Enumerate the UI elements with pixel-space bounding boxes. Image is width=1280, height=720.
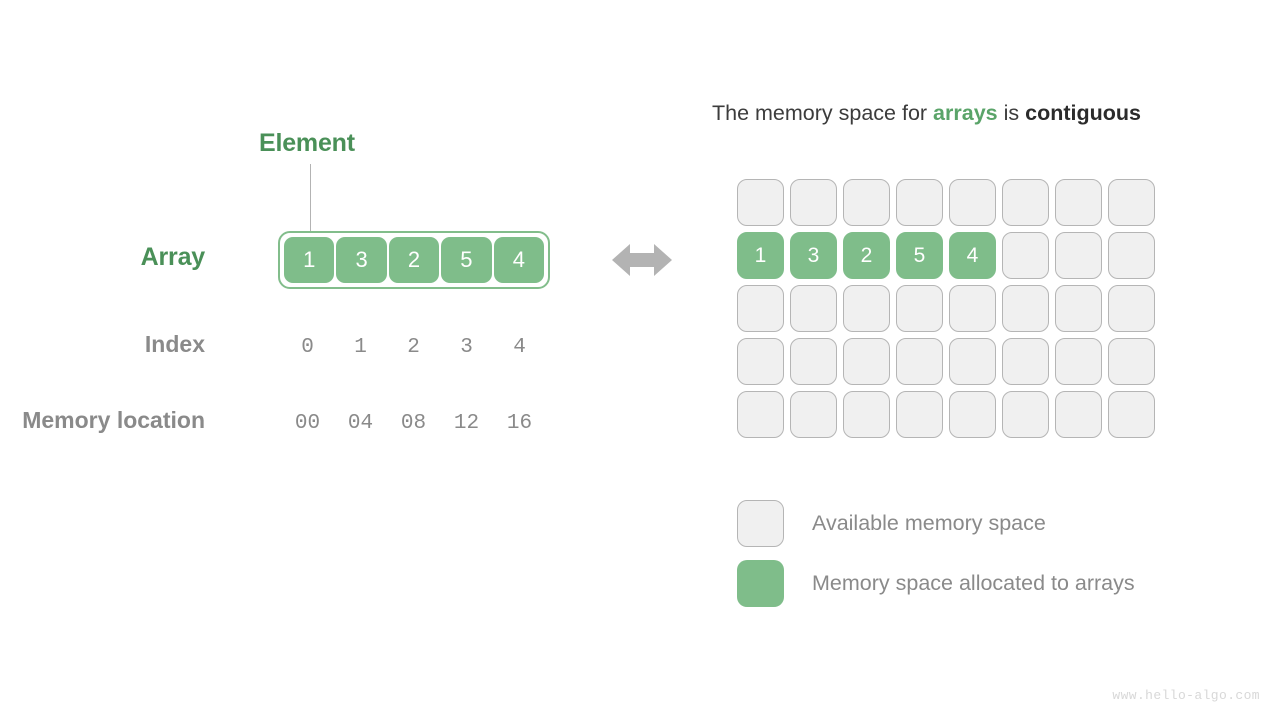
index-value: 0 — [301, 335, 314, 359]
memory-title-part2: is — [997, 101, 1026, 125]
memory-location-value: 00 — [294, 411, 321, 435]
memory-cell — [1108, 338, 1155, 385]
memory-location-value: 16 — [506, 411, 533, 435]
memory-cell — [1108, 285, 1155, 332]
index-value: 4 — [513, 335, 526, 359]
memory-cell — [1002, 391, 1049, 438]
memory-location-value: 12 — [453, 411, 480, 435]
memory-cell — [1055, 179, 1102, 226]
memory-title-arrays-highlight: arrays — [933, 101, 998, 125]
memory-cell — [737, 179, 784, 226]
memory-cell — [1002, 179, 1049, 226]
memory-grid: 1 3 2 5 4 — [737, 179, 1155, 438]
array-cell: 5 — [441, 237, 492, 283]
memory-cell — [737, 285, 784, 332]
array-cell: 2 — [388, 237, 440, 283]
legend-label-allocated: Memory space allocated to arrays — [812, 570, 1135, 595]
memory-cell — [843, 338, 890, 385]
index-value: 1 — [354, 335, 367, 359]
array-cell: 3 — [336, 237, 387, 283]
memory-cell — [949, 179, 996, 226]
memory-cell-allocated: 4 — [949, 232, 996, 279]
memory-title-part1: The memory space for — [712, 101, 934, 125]
memory-cell — [949, 338, 996, 385]
memory-cell — [1108, 391, 1155, 438]
memory-cell-allocated: 1 — [737, 232, 784, 279]
double-arrow-icon — [612, 244, 672, 276]
memory-cell — [790, 338, 837, 385]
legend: Available memory space Memory space allo… — [737, 493, 1135, 613]
memory-cell — [843, 391, 890, 438]
memory-cell — [1002, 232, 1049, 279]
memory-location-row-label: Memory location — [22, 407, 205, 433]
memory-cell — [790, 285, 837, 332]
memory-cell — [737, 391, 784, 438]
memory-cell — [949, 285, 996, 332]
memory-cell-allocated: 5 — [896, 232, 943, 279]
element-connector-line — [310, 164, 312, 233]
memory-cell — [1002, 338, 1049, 385]
array-cell: 4 — [493, 237, 545, 283]
memory-cell — [1055, 232, 1102, 279]
memory-cell — [737, 338, 784, 385]
memory-cell-allocated: 2 — [843, 232, 890, 279]
memory-cell — [1055, 285, 1102, 332]
index-value: 2 — [407, 335, 420, 359]
index-value: 3 — [460, 335, 473, 359]
memory-cell — [843, 285, 890, 332]
memory-cell — [1108, 232, 1155, 279]
legend-swatch-allocated-icon — [737, 559, 784, 607]
memory-cell — [1055, 338, 1102, 385]
memory-cell — [1002, 285, 1049, 332]
legend-swatch-available-icon — [737, 499, 784, 547]
index-row-label: Index — [144, 331, 205, 357]
memory-title: The memory space for arrays is contiguou… — [712, 101, 1141, 126]
legend-item-available: Available memory space — [737, 493, 1135, 553]
memory-cell — [896, 285, 943, 332]
memory-cell — [790, 391, 837, 438]
memory-cell — [896, 179, 943, 226]
legend-item-allocated: Memory space allocated to arrays — [737, 553, 1135, 613]
index-values-row: 0 1 2 3 4 — [278, 332, 550, 362]
memory-location-value: 08 — [400, 411, 427, 435]
watermark: www.hello-algo.com — [1112, 688, 1260, 703]
memory-title-contiguous-highlight: contiguous — [1025, 101, 1141, 125]
element-callout-label: Element — [259, 129, 355, 157]
memory-cell-allocated: 3 — [790, 232, 837, 279]
array-container: 1 3 2 5 4 — [278, 231, 550, 289]
memory-cell — [949, 391, 996, 438]
memory-cell — [843, 179, 890, 226]
memory-location-values-row: 00 04 08 12 16 — [278, 408, 550, 438]
memory-cell — [896, 338, 943, 385]
memory-cell — [1055, 391, 1102, 438]
legend-label-available: Available memory space — [812, 510, 1046, 535]
memory-cell — [1108, 179, 1155, 226]
memory-cell — [790, 179, 837, 226]
memory-location-value: 04 — [347, 411, 374, 435]
array-row-label: Array — [140, 243, 206, 271]
memory-cell — [896, 391, 943, 438]
array-cell: 1 — [284, 237, 335, 283]
